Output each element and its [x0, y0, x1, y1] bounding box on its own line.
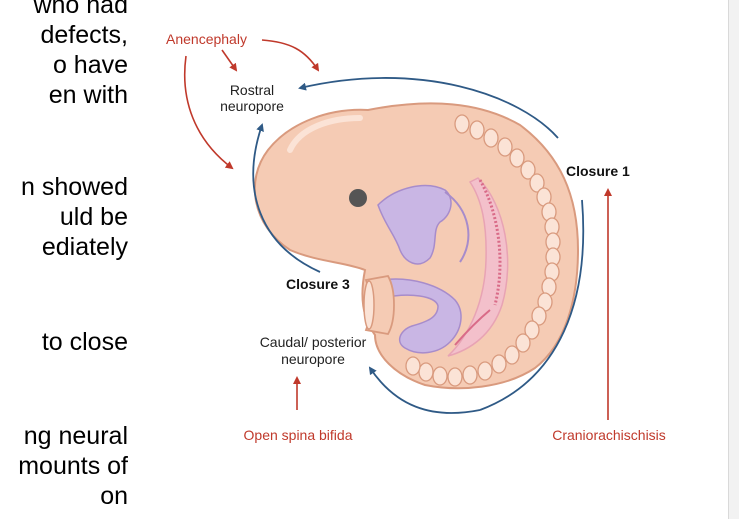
label-caudal-neuropore-1: Caudal/ posterior [260, 334, 367, 350]
label-open-spina-bifida: Open spina bifida [244, 427, 353, 443]
closure3-arc [252, 123, 321, 273]
label-anencephaly: Anencephaly [166, 31, 247, 47]
slide-text-line: n showed [20, 173, 128, 201]
label-caudal-neuropore-2: neuropore [281, 351, 345, 367]
closure1-arc-rostral [298, 77, 559, 139]
gut-tube [381, 278, 462, 354]
label-craniorachischisis: Craniorachischisis [552, 427, 666, 443]
heart-region [377, 184, 452, 265]
slide-text-line: en with [48, 81, 128, 109]
somites [405, 114, 561, 387]
vertical-scrollbar[interactable] [728, 0, 739, 519]
embryo [253, 102, 580, 390]
slide-text-fragment: who had defects, o have en with n showed… [0, 0, 150, 519]
slide-text-line: defects, [40, 21, 128, 49]
slide-text-line: to close [41, 328, 128, 356]
slide-text-line: who had [33, 0, 128, 19]
label-rostral-neuropore-2: neuropore [220, 98, 284, 114]
slide-text-line: uld be [59, 203, 128, 231]
closure1-arc-caudal-end [368, 366, 481, 414]
slide-text-line: ediately [41, 233, 128, 261]
neural-tube [447, 177, 509, 357]
slide-text-line: mounts of [18, 452, 128, 480]
eye [349, 189, 367, 207]
closure1-arc-caudal [479, 199, 585, 411]
slide-text-line: on [100, 482, 128, 510]
closure-arrows [252, 77, 585, 414]
anencephaly-arrow-right [261, 39, 320, 72]
anencephaly-arrow-down [221, 49, 238, 72]
label-closure-1: Closure 1 [566, 163, 630, 179]
slide-text-line: ng neural [23, 422, 128, 450]
anencephaly-arrow-long [183, 55, 234, 170]
slide-text-line: o have [52, 51, 128, 79]
label-rostral-neuropore-1: Rostral [230, 82, 274, 98]
defect-arrows [183, 39, 612, 420]
label-closure-3: Closure 3 [286, 276, 350, 292]
